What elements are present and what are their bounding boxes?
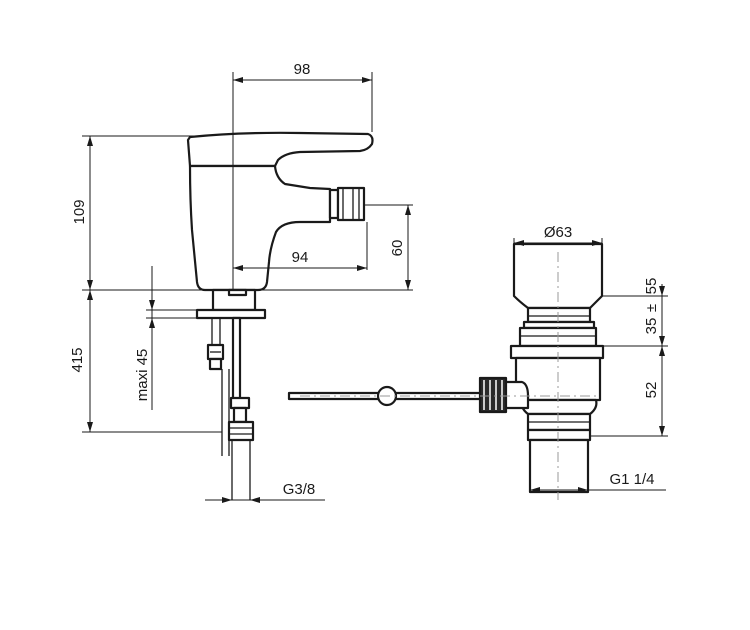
dim-109: 109 <box>71 199 88 224</box>
dim-52: 52 <box>643 382 660 399</box>
nozzle <box>336 186 366 222</box>
dim-g38: G3/8 <box>283 481 316 498</box>
dim-35: 35 <box>643 318 660 335</box>
pop-up-waste <box>287 242 605 500</box>
dim-plus-minus: ± <box>643 304 660 312</box>
dim-g114: G1 1/4 <box>609 471 654 488</box>
faucet-body <box>186 131 374 500</box>
dimension-labels: 98 109 94 60 415 maxi 45 G3/8 Ø63 55 ± 3… <box>69 61 660 498</box>
mounting-flange <box>195 308 267 320</box>
dim-415: 415 <box>69 347 86 372</box>
mounting-rod <box>231 316 242 404</box>
dimension-lines <box>82 72 668 503</box>
waste-ring <box>526 306 592 324</box>
mixer-body <box>188 164 332 292</box>
dim-98: 98 <box>294 61 311 78</box>
dim-maxi-45: maxi 45 <box>134 349 151 402</box>
dim-60: 60 <box>389 240 406 257</box>
dim-94: 94 <box>292 249 309 266</box>
tailpiece <box>528 438 590 494</box>
dim-55: 55 <box>643 278 660 295</box>
waste-flange <box>509 344 605 360</box>
fitting-upper <box>229 396 251 410</box>
nozzle-collar <box>328 188 340 220</box>
dim-d63: Ø63 <box>544 224 572 241</box>
supply-nut-right <box>227 420 255 442</box>
lever-handle <box>186 131 374 168</box>
